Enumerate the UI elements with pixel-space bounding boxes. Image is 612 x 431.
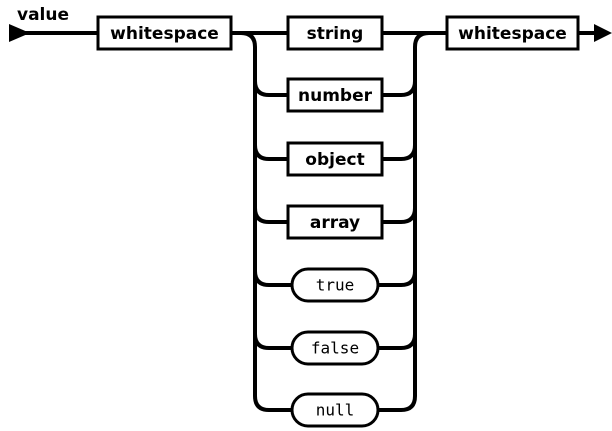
start-arrow xyxy=(9,24,98,42)
rail-left-branch-number xyxy=(253,80,288,97)
rail-right-branch-false xyxy=(378,333,417,350)
node-true: true xyxy=(290,267,380,303)
page-title: value xyxy=(17,5,69,25)
node-label-object: object xyxy=(305,150,364,170)
node-label-true: true xyxy=(316,276,355,295)
node-label-whitespace-left: whitespace xyxy=(110,24,219,44)
node-null: null xyxy=(290,392,380,428)
node-object: object xyxy=(286,141,384,177)
node-string: string xyxy=(286,15,384,51)
node-false: false xyxy=(290,330,380,366)
rail-left-branch-object xyxy=(253,144,288,161)
node-label-string: string xyxy=(307,24,364,44)
node-label-null: null xyxy=(316,401,355,420)
rail-left-branch-array xyxy=(253,207,288,224)
rail-right-branch-array xyxy=(382,207,417,224)
node-label-whitespace-right: whitespace xyxy=(458,24,567,44)
rail-right-branch-object xyxy=(382,144,417,161)
rail-left-branch-false xyxy=(253,333,292,350)
node-number: number xyxy=(286,77,384,113)
rail-left-trunk xyxy=(240,31,270,412)
node-array: array xyxy=(286,204,384,240)
node-whitespace-left: whitespace xyxy=(96,15,233,51)
rail-right-branch-true xyxy=(378,270,417,287)
rail-left-branch-true xyxy=(253,270,292,287)
rail-right-branch-number xyxy=(382,80,417,97)
node-label-number: number xyxy=(298,86,373,106)
node-label-false: false xyxy=(311,339,359,358)
node-whitespace-right: whitespace xyxy=(445,15,580,51)
end-arrow xyxy=(578,24,612,42)
node-label-array: array xyxy=(310,213,360,233)
